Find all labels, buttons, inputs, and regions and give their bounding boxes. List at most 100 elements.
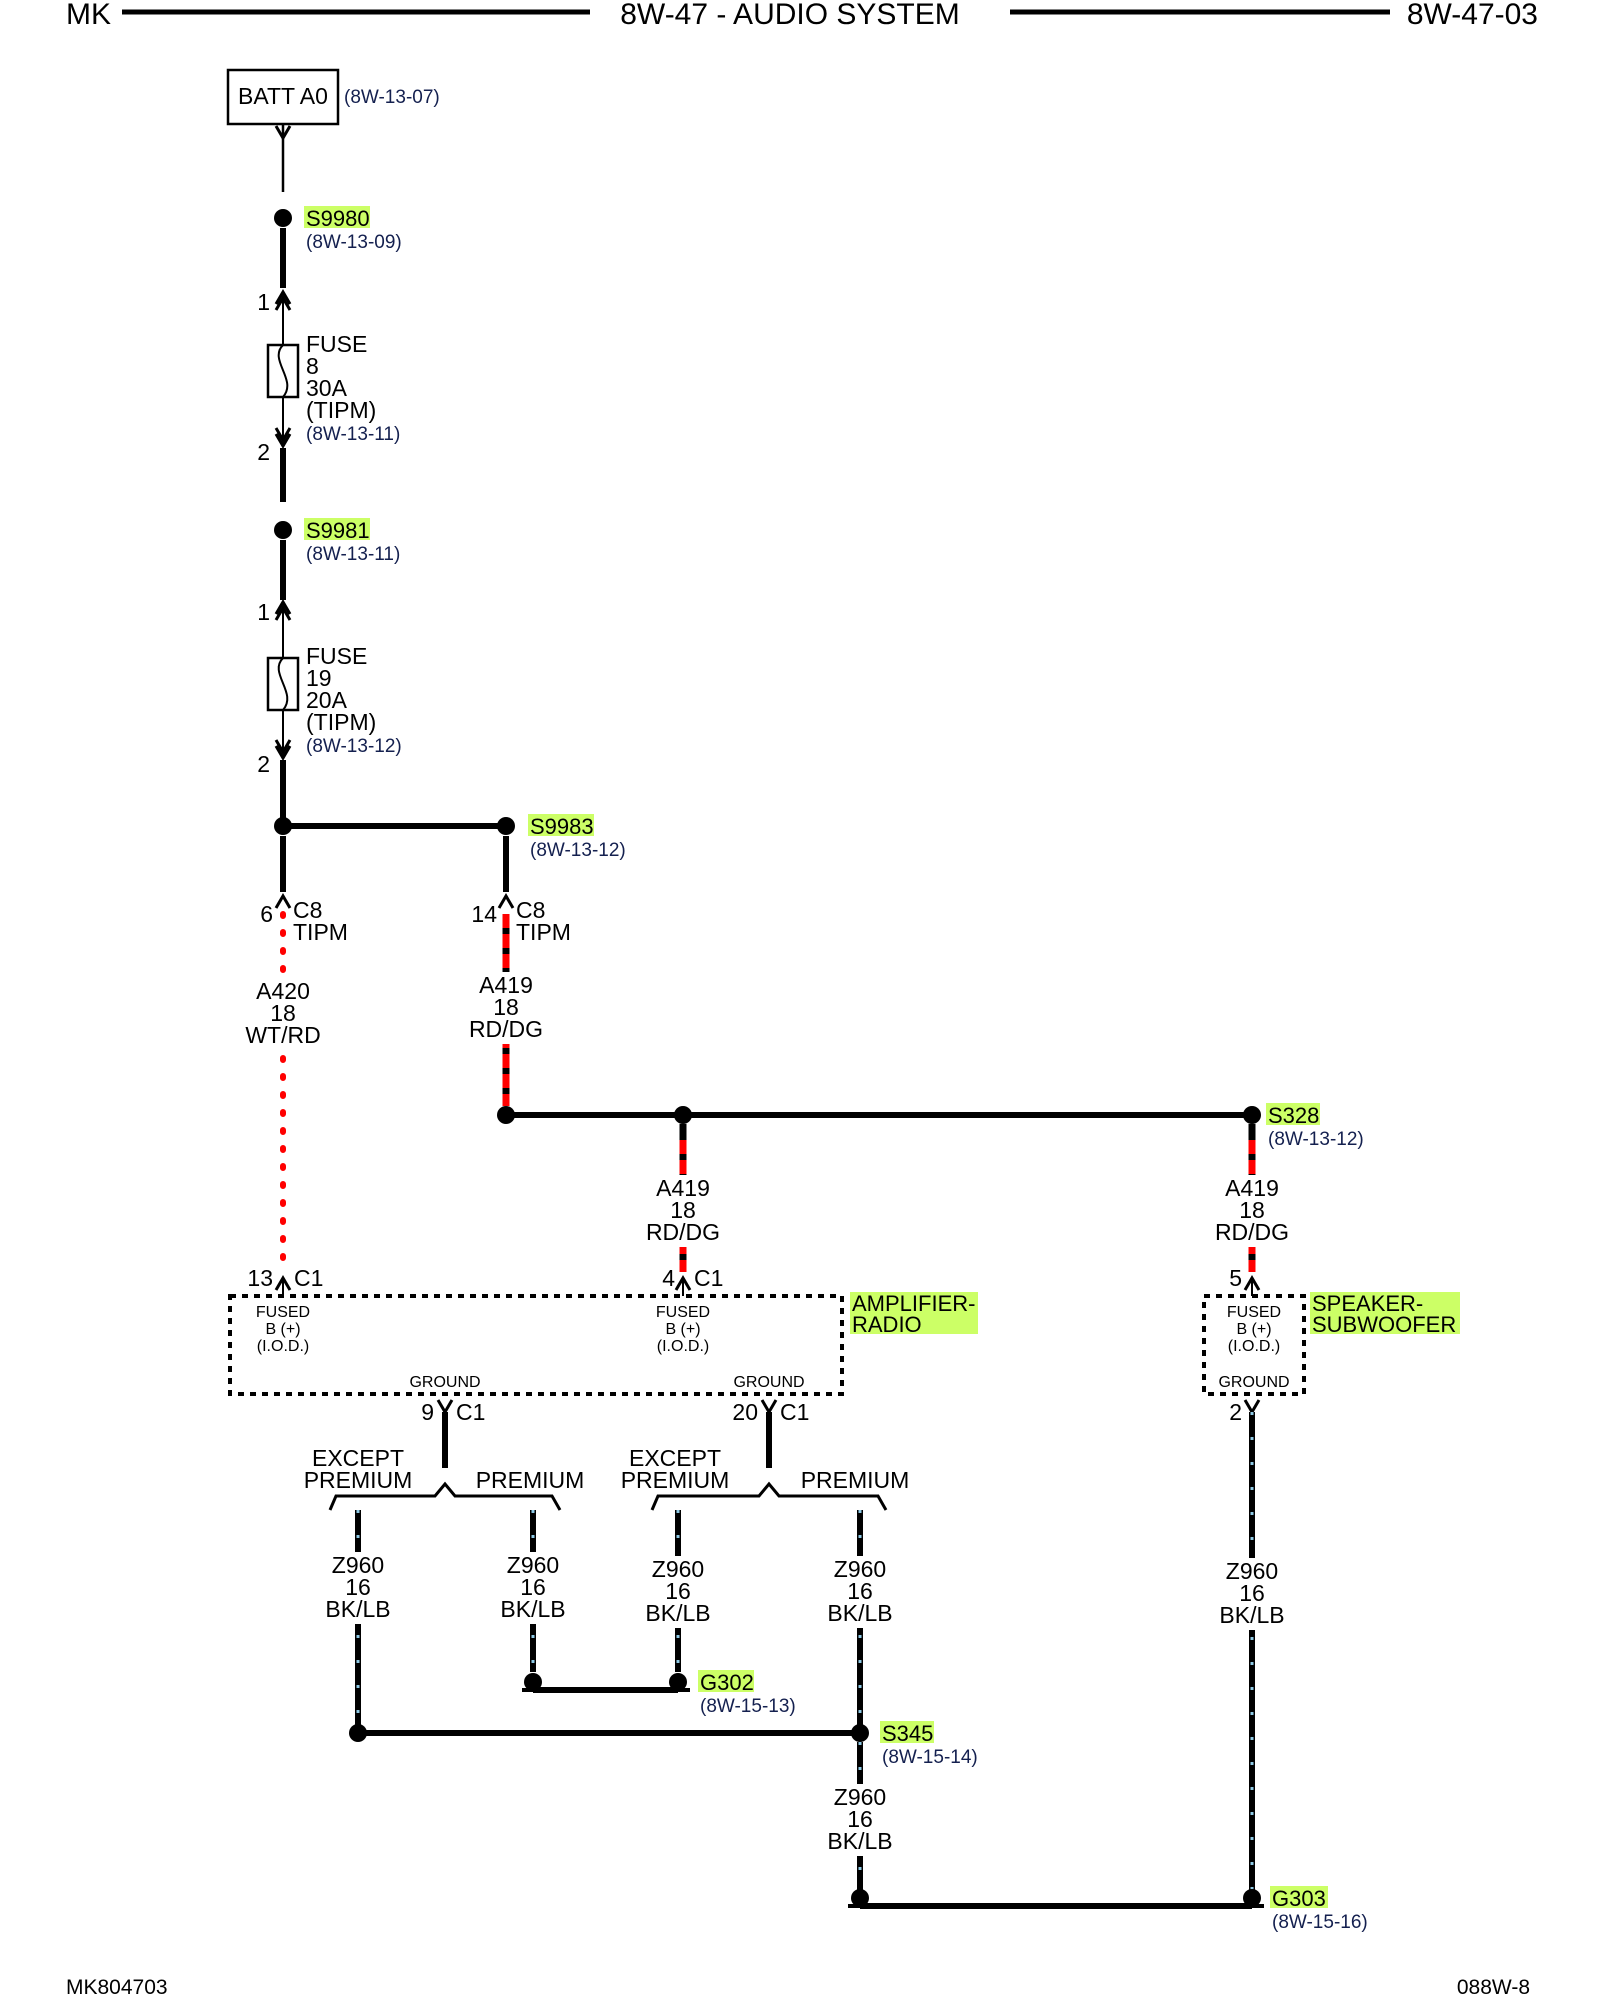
wire-circuit: Z960 <box>834 1784 886 1810</box>
splice-dot <box>274 521 292 539</box>
amp-pin4-conn: C1 <box>694 1265 723 1291</box>
splice-highlight <box>528 814 594 836</box>
fuse19-number: 19 <box>306 665 332 691</box>
wire-circuit: Z960 <box>332 1552 384 1578</box>
splice-s328: S328 (8W-13-12) <box>1243 1103 1364 1150</box>
option-except-line1: EXCEPT <box>312 1445 404 1471</box>
wire-gauge: 16 <box>847 1806 873 1832</box>
splice-ref: (8W-13-12) <box>1268 1129 1364 1150</box>
wire-label-bg <box>1216 1558 1288 1630</box>
connector-icon <box>760 1399 778 1415</box>
ground-dot-left <box>851 1889 869 1907</box>
wire-color: WT/RD <box>245 1022 320 1048</box>
fuse8-number: 8 <box>306 353 319 379</box>
fuse-19: 1 2 FUSE 19 20A (TIPM) (8W-13-12) <box>257 599 402 777</box>
splice-highlight <box>304 206 370 228</box>
connector-amp-gnd-20: 20 C1 <box>732 1399 809 1425</box>
splice-id: S9981 <box>306 518 370 543</box>
wire-gauge: 16 <box>665 1578 691 1604</box>
wire-color: BK/LB <box>645 1600 710 1626</box>
connector-name: TIPM <box>516 919 571 945</box>
ground-highlight <box>698 1670 754 1692</box>
connector-amp-gnd-9: 9 C1 <box>421 1399 485 1425</box>
amp-fused-1-line1: FUSED <box>256 1304 310 1321</box>
z960-wire-3: Z960 16 BK/LB <box>642 1510 714 1672</box>
splice-highlight <box>880 1721 934 1743</box>
connector-icon <box>497 893 515 909</box>
wire-color: BK/LB <box>325 1596 390 1622</box>
connector-tipm-c8-pin14: 14 C8 TIPM <box>471 893 571 945</box>
option-except-line2: PREMIUM <box>304 1467 413 1493</box>
wire-color: BK/LB <box>1219 1602 1284 1628</box>
wire-color: RD/DG <box>646 1219 720 1245</box>
amp-fused-1-line3: (I.O.D.) <box>257 1338 309 1355</box>
fuse19-connector-out-icon <box>274 739 292 761</box>
fuse8-pin-out: 2 <box>257 439 270 465</box>
option-bracket-left: EXCEPT PREMIUM PREMIUM <box>304 1445 584 1511</box>
splice-highlight <box>1266 1103 1320 1125</box>
ground-id: G302 <box>700 1670 754 1695</box>
wire-circuit: Z960 <box>834 1556 886 1582</box>
battery-box <box>226 68 340 126</box>
splice-ref: (8W-13-11) <box>306 544 400 565</box>
z960-wire-1: Z960 16 BK/LB <box>322 1510 394 1726</box>
footer-right: 088W-8 <box>1457 1976 1530 1999</box>
fuse8-location: (TIPM) <box>306 397 376 423</box>
header-right: 8W-47-03 <box>1407 0 1538 31</box>
fuse8-connector-out-icon <box>274 427 292 449</box>
wire-gauge: 16 <box>1239 1580 1265 1606</box>
battery-source: BATT A0 (8W-13-07) <box>226 68 440 192</box>
amp-pin4: 4 <box>662 1265 675 1291</box>
splice-dot <box>1243 1106 1261 1124</box>
ground-highlight <box>1270 1886 1328 1908</box>
amp-pin13: 13 <box>247 1265 273 1291</box>
wire-gauge: 18 <box>1239 1197 1265 1223</box>
amp-ground-2-label: GROUND <box>733 1374 804 1391</box>
wire-color: RD/DG <box>469 1016 543 1042</box>
wire-label-bg <box>497 1552 569 1624</box>
fuse19-rating: 20A <box>306 687 348 713</box>
amp-fused-2-line1: FUSED <box>656 1304 710 1321</box>
option-except-line2: PREMIUM <box>621 1467 730 1493</box>
ground-dot-right <box>1243 1889 1261 1907</box>
wire-label-bg <box>322 1552 394 1624</box>
wire-label-bg <box>642 1556 714 1628</box>
sub-ground-label: GROUND <box>1218 1374 1289 1391</box>
connector-tipm-c8-pin6: 6 C8 TIPM <box>260 893 348 945</box>
component-speaker-subwoofer: 5 FUSED B (+) (I.O.D.) GROUND SPEAKER- S… <box>1202 1265 1460 1396</box>
battery-ref: (8W-13-07) <box>344 87 440 108</box>
connector-id: C1 <box>780 1399 809 1425</box>
wire-circuit: A420 <box>256 978 310 1004</box>
amp-pin13-conn: C1 <box>294 1265 323 1291</box>
z960-wire-4: Z960 16 BK/LB <box>824 1510 896 1726</box>
connector-pin: 20 <box>732 1399 758 1425</box>
bracket-line <box>650 1481 888 1511</box>
wire-gauge: 18 <box>670 1197 696 1223</box>
option-premium: PREMIUM <box>801 1467 910 1493</box>
page-footer: MK804703 088W-8 <box>66 1976 1530 1999</box>
fuse8-element-icon <box>277 344 289 398</box>
splice-dot <box>274 209 292 227</box>
ground-g303: G303 (8W-15-16) <box>848 1886 1368 1933</box>
subwoofer-name-line1: SPEAKER- <box>1312 1291 1423 1316</box>
connector-pin: 9 <box>421 1399 434 1425</box>
fuse19-title: FUSE <box>306 643 367 669</box>
splice-ref: (8W-13-12) <box>530 840 626 861</box>
fuse8-rating: 30A <box>306 375 348 401</box>
splice-s9983: S9983 (8W-13-12) <box>497 814 626 861</box>
wire-gauge: 16 <box>520 1574 546 1600</box>
component-amplifier-radio: 13 C1 FUSED B (+) (I.O.D.) 4 C1 FUSED B … <box>228 1265 978 1396</box>
option-except-line1: EXCEPT <box>629 1445 721 1471</box>
amp-fused-2-line3: (I.O.D.) <box>657 1338 709 1355</box>
fuse19-ref: (8W-13-12) <box>306 736 402 757</box>
wire-color: BK/LB <box>827 1828 892 1854</box>
fuse8-ref: (8W-13-11) <box>306 424 400 445</box>
splice-id: S9983 <box>530 814 594 839</box>
splice-highlight <box>304 518 370 540</box>
splice-s345: S345 (8W-15-14) <box>851 1721 978 1768</box>
fuse19-pin-out: 2 <box>257 751 270 777</box>
wire-circuit: A419 <box>656 1175 710 1201</box>
page-header: MK 8W-47 - AUDIO SYSTEM 8W-47-03 <box>66 0 1538 31</box>
wire-gauge: 18 <box>493 994 519 1020</box>
amplifier-name-line2: RADIO <box>852 1312 922 1337</box>
